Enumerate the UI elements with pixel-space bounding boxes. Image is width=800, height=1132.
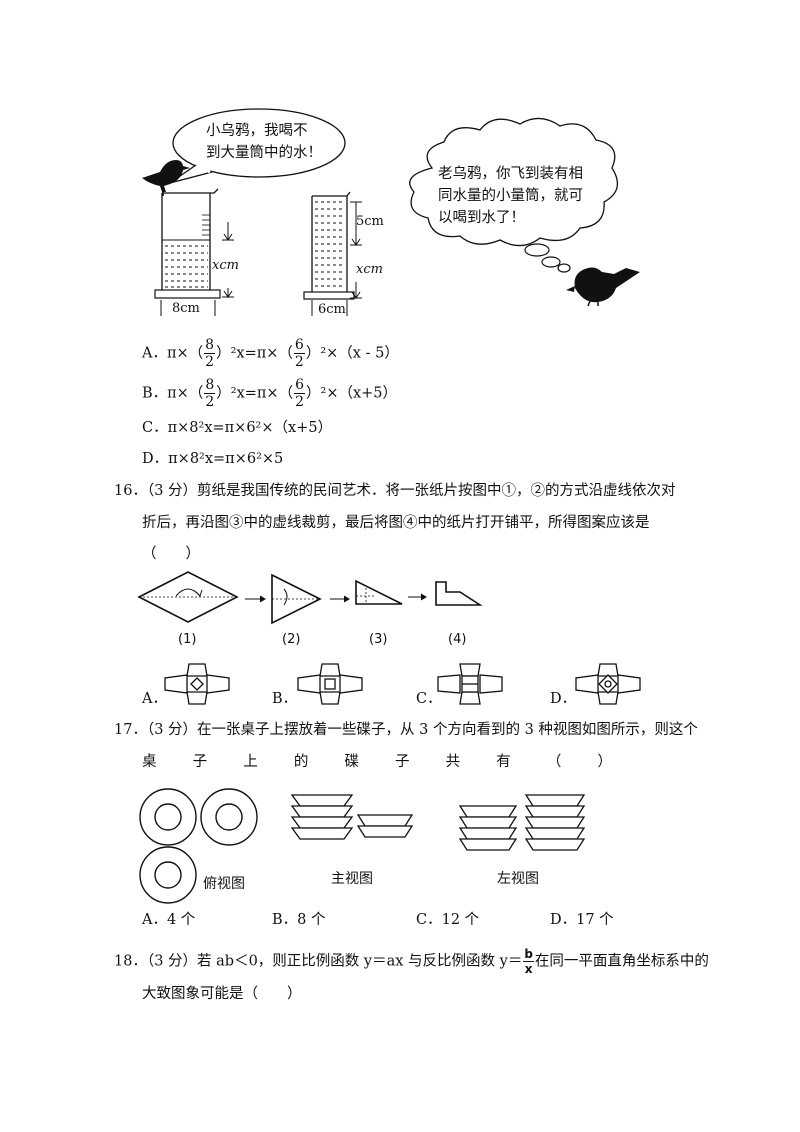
fraction-numerator: 8	[204, 377, 216, 394]
fig-label-1: (1)	[178, 632, 197, 647]
fig-label-3: (3)	[369, 632, 388, 647]
q17-char: 碟	[344, 754, 359, 770]
option-letter: C．	[142, 420, 168, 436]
q16-line-3: （ ）	[142, 546, 200, 562]
q17-char: ）	[597, 754, 612, 770]
formula-part: ）²x=π×（	[216, 345, 293, 362]
option-text: π×8²x=π×6²×（x+5）	[167, 420, 333, 436]
cyl-left-height-label: xcm	[212, 258, 239, 273]
cyl-right-top-label: 5cm	[356, 214, 384, 229]
q17-option-b[interactable]: B．8 个	[272, 912, 326, 928]
fig-label-4: (4)	[448, 632, 467, 647]
bubble-right-line: 同水量的小量筒，就可	[438, 188, 583, 204]
option-letter: A．	[142, 345, 167, 362]
bubble-left-line: 小乌鸦，我喝不	[206, 123, 308, 139]
bubble-left-text: 小乌鸦，我喝不 到大量筒中的水！	[206, 120, 322, 164]
option-letter: B．	[142, 385, 168, 402]
bubble-right-text: 老乌鸦，你飞到装有相 同水量的小量筒，就可 以喝到水了！	[438, 163, 583, 229]
q18-line-2: 大致图象可能是（ ）	[142, 986, 302, 1002]
q17-option-d[interactable]: D．17 个	[550, 912, 614, 928]
q15-option-d[interactable]: D．π×8²x=π×6²×5	[142, 452, 283, 467]
cyl-right-height-label: xcm	[356, 262, 383, 277]
fraction-denominator: x	[524, 962, 533, 976]
fraction-denominator: 2	[295, 394, 305, 410]
fraction-denominator: 2	[205, 354, 215, 370]
q17-char: 桌	[142, 754, 157, 770]
q16-line-1: 16．（3 分）剪纸是我国传统的民间艺术．将一张纸片按图中①，②的方式沿虚线依次…	[114, 483, 676, 499]
q17-char: 有	[496, 754, 511, 770]
q17-char: 的	[293, 754, 309, 770]
q17-line-1: 17．（3 分）在一张桌子上摆放着一些碟子，从 3 个方向看到的 3 种视图如图…	[114, 722, 698, 738]
fraction-numerator: 6	[294, 377, 306, 394]
bubble-left-line: 到大量筒中的水！	[206, 145, 322, 161]
q17-char: 上	[243, 754, 258, 770]
q17-option-a[interactable]: A．4 个	[142, 912, 196, 928]
left-view-label: 左视图	[497, 871, 539, 887]
fraction-numerator: 6	[293, 337, 305, 354]
fraction-denominator: 2	[205, 394, 215, 410]
q16-option-a[interactable]: A．	[142, 691, 167, 707]
q17-char: 共	[445, 754, 461, 770]
bubble-right-line: 以喝到水了！	[438, 210, 525, 226]
formula-part: ）²×（x - 5）	[305, 345, 399, 362]
q16-option-c[interactable]: C．	[416, 691, 442, 707]
q16-line-2: 折后，再沿图③中的虚线裁剪，最后将图④中的纸片打开铺平，所得图案应该是	[142, 515, 650, 531]
fraction-numerator: b	[523, 947, 534, 962]
formula-part: ）²×（x+5）	[306, 385, 398, 402]
q16-option-b[interactable]: B．	[272, 691, 298, 707]
fraction-denominator: 2	[294, 354, 304, 370]
formula-part: π×（	[167, 385, 204, 402]
q17-char: （	[546, 754, 562, 770]
option-text: π×8²x=π×6²×5	[168, 451, 284, 467]
cyl-right-width-label: 6cm	[318, 302, 346, 317]
bubble-right-line: 老乌鸦，你飞到装有相	[438, 166, 583, 182]
front-view-label: 主视图	[331, 871, 373, 887]
q16-option-d[interactable]: D．	[550, 691, 577, 707]
q17-char: 子	[395, 754, 410, 770]
q18-text-post: 在同一平面直角坐标系中的	[534, 953, 709, 970]
fraction-numerator: 8	[204, 337, 216, 354]
fig-label-2: (2)	[282, 632, 301, 647]
option-letter: D．	[142, 451, 169, 467]
q15-option-c[interactable]: C．π×8²x=π×6²×（x+5）	[142, 421, 332, 436]
formula-part: π×（	[166, 345, 204, 362]
cyl-left-width-label: 8cm	[172, 301, 200, 316]
q17-line-2: 桌 子 上 的 碟 子 共 有 （ ）	[142, 755, 612, 770]
q18-text-pre: 18．（3 分）若 ab＜0，则正比例函数 y＝ax 与反比例函数 y＝	[114, 953, 523, 970]
q17-option-c[interactable]: C．12 个	[416, 912, 480, 928]
q17-char: 子	[192, 754, 208, 770]
top-view-label: 俯视图	[203, 876, 245, 892]
formula-part: ）²x=π×（	[216, 385, 294, 402]
